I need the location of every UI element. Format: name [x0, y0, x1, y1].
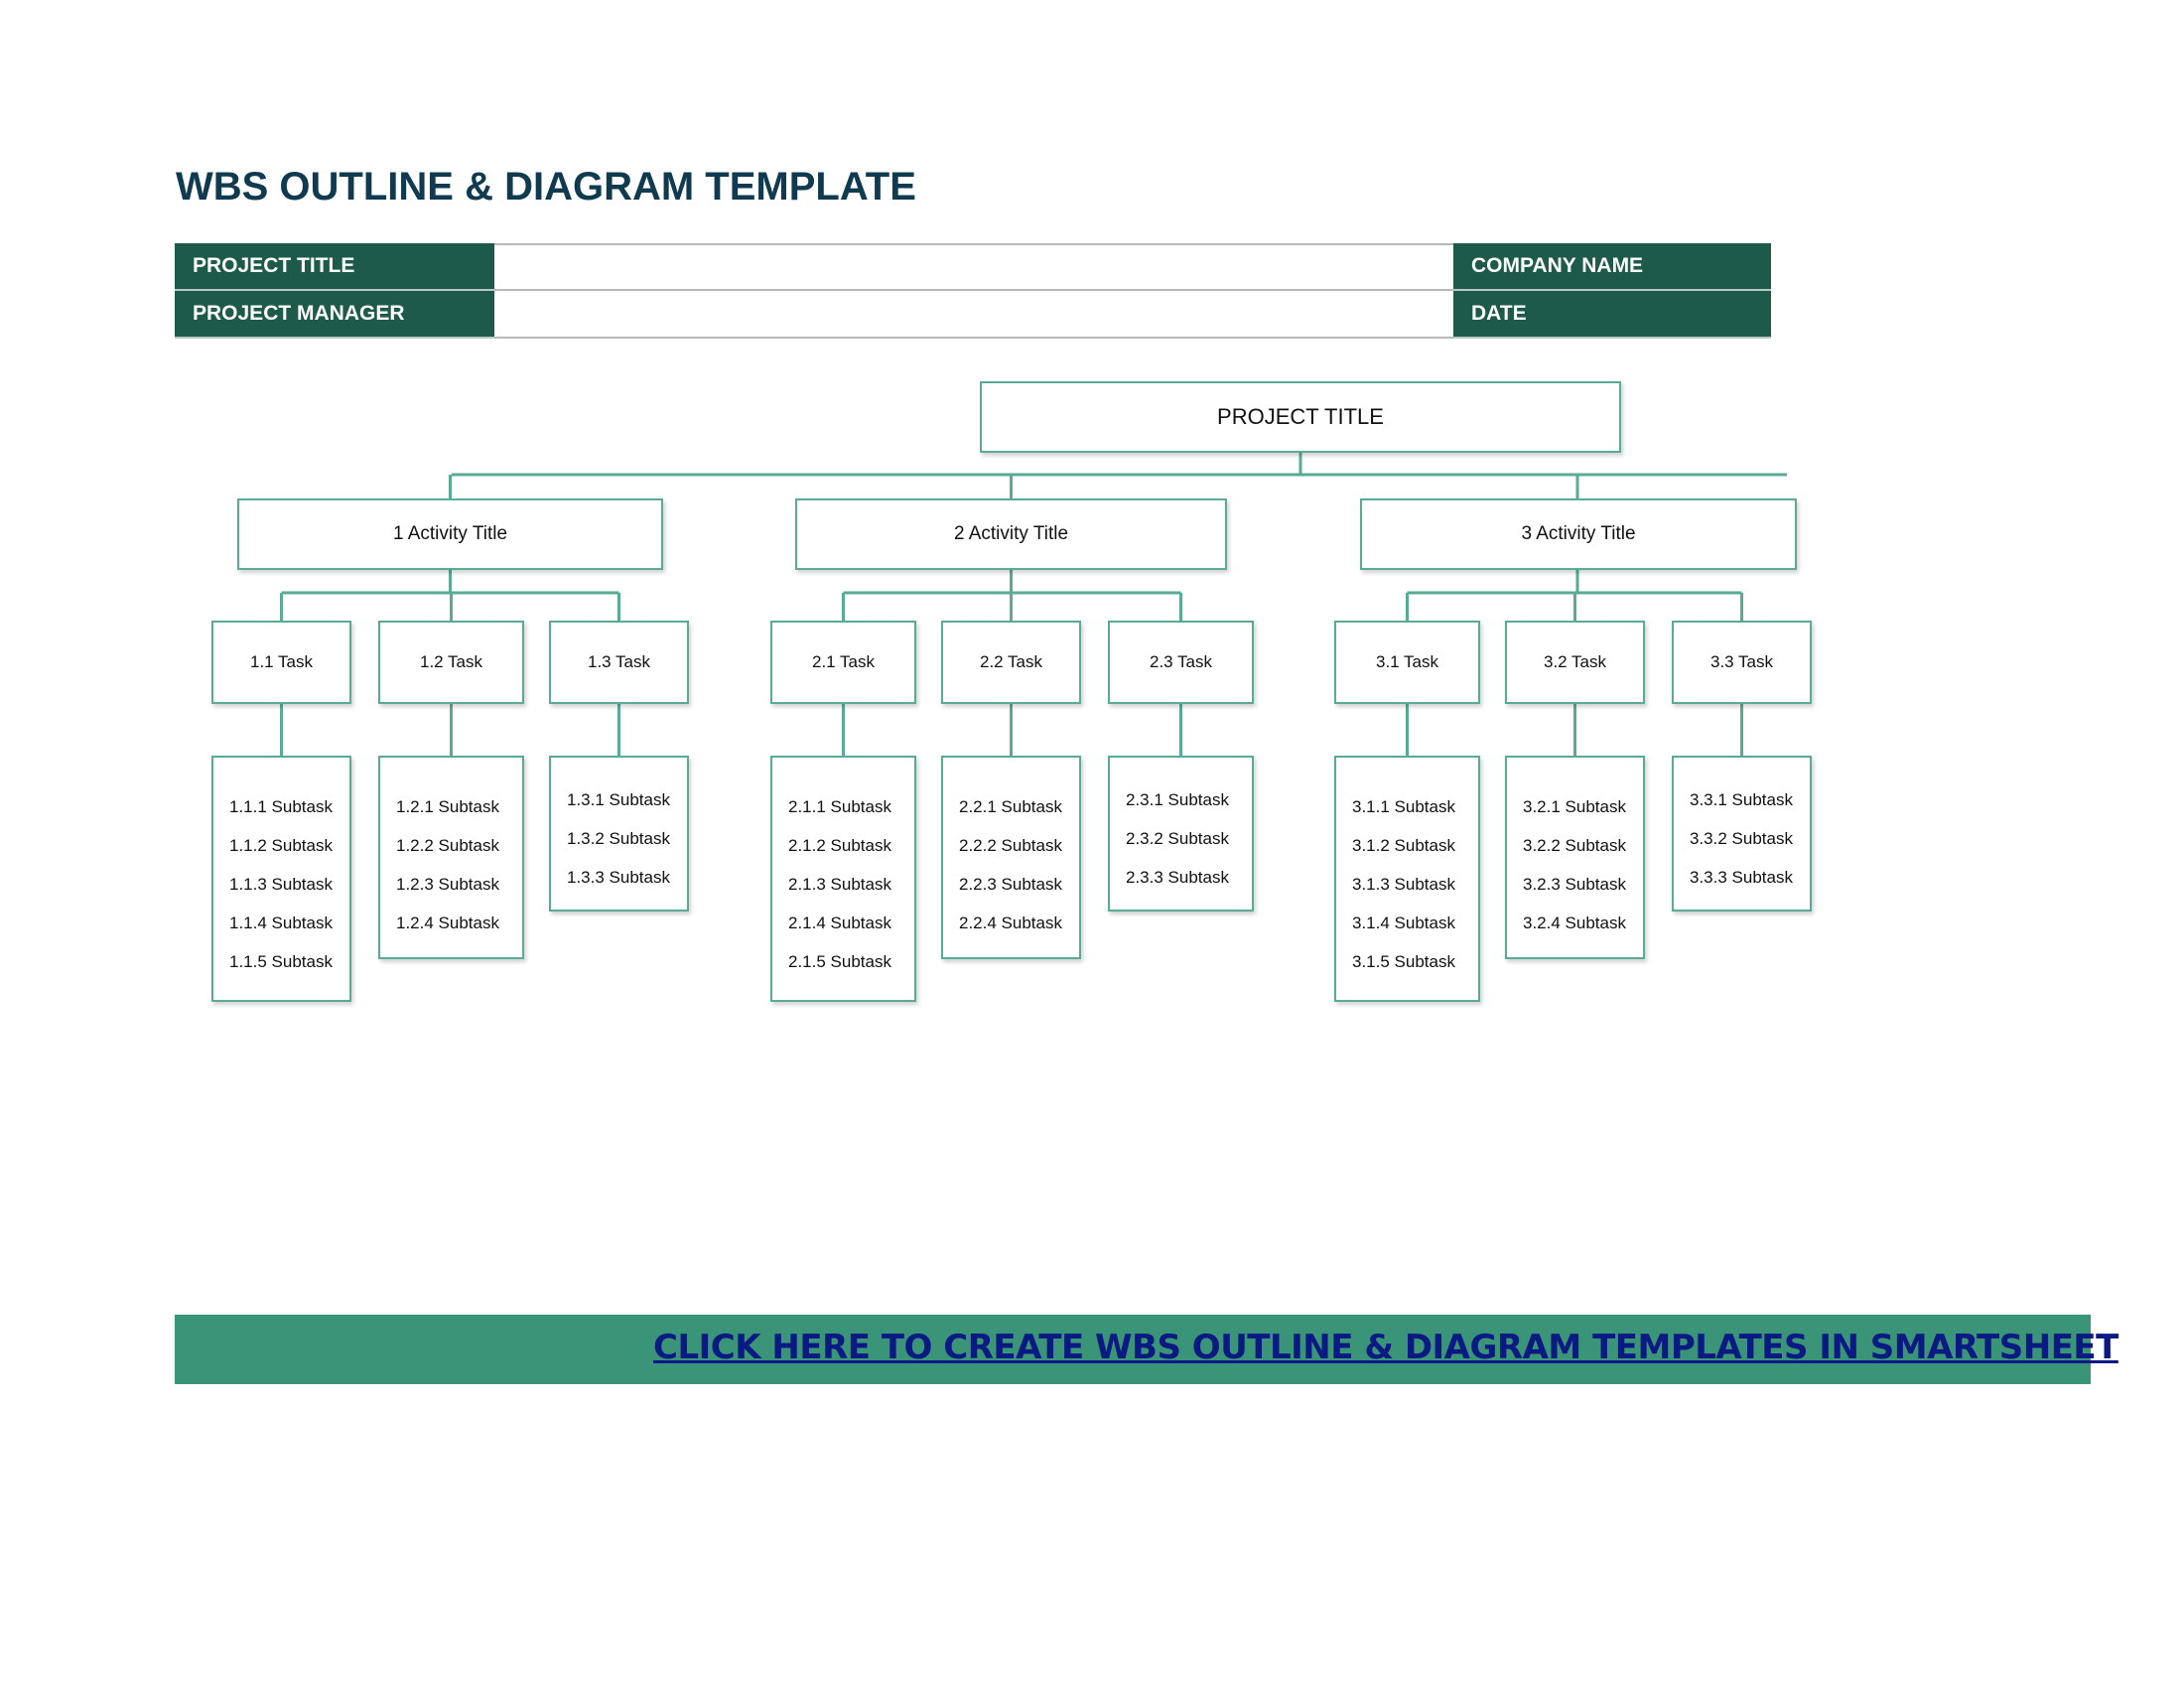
subtask-item: 3.3.3 Subtask: [1690, 868, 1793, 887]
subtask-item: 2.3.3 Subtask: [1126, 868, 1229, 887]
subtask-item: 1.3.2 Subtask: [567, 829, 670, 848]
subtask-item: 3.1.2 Subtask: [1352, 836, 1455, 855]
subtask-box-2-1: 2.1.1 Subtask 2.1.2 Subtask 2.1.3 Subtask 2…: [770, 756, 916, 1002]
task-node-1-3: 1.3 Task: [549, 621, 689, 704]
subtask-item: 2.3.1 Subtask: [1126, 790, 1229, 809]
subtask-item: 1.2.3 Subtask: [396, 875, 499, 894]
subtask-item: 1.1.1 Subtask: [229, 797, 333, 816]
task-node-1-2: 1.2 Task: [378, 621, 524, 704]
subtask-item: 1.2.1 Subtask: [396, 797, 499, 816]
subtask-box-1-3: 1.3.1 Subtask 1.3.2 Subtask 1.3.3 Subtask: [549, 756, 689, 912]
cta-link[interactable]: CLICK HERE TO CREATE WBS OUTLINE & DIAGR…: [653, 1328, 2118, 1367]
task-node-2-3: 2.3 Task: [1108, 621, 1254, 704]
project-title-label: PROJECT TITLE: [175, 243, 494, 291]
project-manager-field[interactable]: [494, 291, 1453, 339]
cta-banner: CLICK HERE TO CREATE WBS OUTLINE & DIAGR…: [175, 1315, 2118, 1384]
subtask-item: 2.2.4 Subtask: [959, 914, 1062, 932]
subtask-box-3-3: 3.3.1 Subtask 3.3.2 Subtask 3.3.3 Subtask: [1672, 756, 1812, 912]
page-title: WBS OUTLINE & DIAGRAM TEMPLATE: [176, 165, 916, 209]
date-label: DATE: [1453, 291, 1771, 339]
wbs-connectors: [280, 453, 1787, 756]
subtask-item: 3.2.2 Subtask: [1523, 836, 1626, 855]
subtask-item: 3.2.1 Subtask: [1523, 797, 1626, 816]
subtask-item: 3.2.3 Subtask: [1523, 875, 1626, 894]
subtask-item: 3.1.3 Subtask: [1352, 875, 1455, 894]
project-info-table: PROJECT TITLE COMPANY NAME PROJECT MANAG…: [175, 243, 1771, 339]
task-node-2-1: 2.1 Task: [770, 621, 916, 704]
subtask-item: 1.3.1 Subtask: [567, 790, 670, 809]
subtask-item: 2.1.1 Subtask: [788, 797, 891, 816]
task-node-2-2: 2.2 Task: [941, 621, 1081, 704]
subtask-item: 2.1.5 Subtask: [788, 952, 891, 971]
subtask-item: 2.2.2 Subtask: [959, 836, 1062, 855]
activity-node-2: 2 Activity Title: [795, 498, 1227, 570]
task-node-3-1: 3.1 Task: [1334, 621, 1480, 704]
task-node-3-2: 3.2 Task: [1505, 621, 1645, 704]
subtask-box-1-2: 1.2.1 Subtask 1.2.2 Subtask 1.2.3 Subtask 1…: [378, 756, 524, 959]
subtask-item: 1.2.4 Subtask: [396, 914, 499, 932]
subtask-box-2-3: 2.3.1 Subtask 2.3.2 Subtask 2.3.3 Subtask: [1108, 756, 1254, 912]
wbs-diagram: PROJECT TITLE 1 Activity Title 1.1 Task 1.1…: [211, 381, 1812, 1002]
project-title-field[interactable]: [494, 243, 1453, 291]
subtask-item: 3.1.4 Subtask: [1352, 914, 1455, 932]
subtask-item: 3.3.1 Subtask: [1690, 790, 1793, 809]
subtask-item: 1.1.3 Subtask: [229, 875, 333, 894]
subtask-item: 2.1.4 Subtask: [788, 914, 891, 932]
activity-node-1: 1 Activity Title: [237, 498, 663, 570]
subtask-item: 3.1.5 Subtask: [1352, 952, 1455, 971]
subtask-item: 1.3.3 Subtask: [567, 868, 670, 887]
activity-node-3: 3 Activity Title: [1360, 498, 1797, 570]
subtask-box-3-2: 3.2.1 Subtask 3.2.2 Subtask 3.2.3 Subtask 3…: [1505, 756, 1645, 959]
subtask-item: 2.2.3 Subtask: [959, 875, 1062, 894]
subtask-item: 2.2.1 Subtask: [959, 797, 1062, 816]
task-node-1-1: 1.1 Task: [211, 621, 351, 704]
subtask-box-2-2: 2.2.1 Subtask 2.2.2 Subtask 2.2.3 Subtask 2…: [941, 756, 1081, 959]
subtask-box-1-1: 1.1.1 Subtask 1.1.2 Subtask 1.1.3 Subtask 1…: [211, 756, 351, 1002]
subtask-item: 3.1.1 Subtask: [1352, 797, 1455, 816]
project-manager-label: PROJECT MANAGER: [175, 291, 494, 339]
subtask-item: 2.1.3 Subtask: [788, 875, 891, 894]
subtask-item: 1.2.2 Subtask: [396, 836, 499, 855]
subtask-item: 2.3.2 Subtask: [1126, 829, 1229, 848]
subtask-item: 1.1.5 Subtask: [229, 952, 333, 971]
company-name-label: COMPANY NAME: [1453, 243, 1771, 291]
task-node-3-3: 3.3 Task: [1672, 621, 1812, 704]
subtask-box-3-1: 3.1.1 Subtask 3.1.2 Subtask 3.1.3 Subtask 3…: [1334, 756, 1480, 1002]
wbs-root-node: PROJECT TITLE: [980, 381, 1621, 453]
subtask-item: 2.1.2 Subtask: [788, 836, 891, 855]
subtask-item: 1.1.4 Subtask: [229, 914, 333, 932]
subtask-item: 3.2.4 Subtask: [1523, 914, 1626, 932]
subtask-item: 3.3.2 Subtask: [1690, 829, 1793, 848]
subtask-item: 1.1.2 Subtask: [229, 836, 333, 855]
